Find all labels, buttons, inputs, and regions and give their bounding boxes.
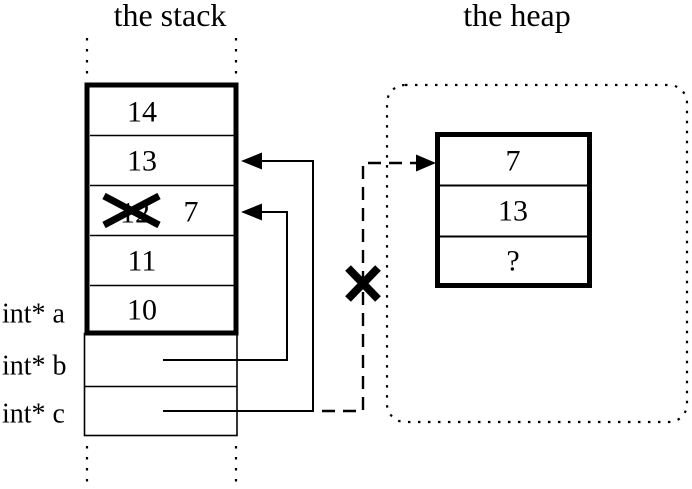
pointer-c-arrow [163,152,314,412]
pointer-b-arrow [163,203,288,361]
pointer-var-label-b: int* b [2,351,67,382]
pointer-vars-box [83,332,238,437]
pointer-var-label-a: int* a [2,299,66,330]
stack-cell-value: 13 [127,145,157,178]
pointer-var-label-c: int* c [2,399,65,430]
invalid-pointer-x-icon [345,265,381,302]
heap-cell-value: ? [506,245,519,278]
heap-cell-value: 13 [498,195,528,228]
crossed-out-value-x-icon [102,192,161,229]
heap-cell-value: 7 [506,145,521,178]
heap-region-outline [385,83,689,424]
arrowhead-left-icon [241,152,262,170]
heap-title: the heap [463,0,571,33]
stack-title: the stack [114,0,227,33]
arrowhead-left-icon [241,203,262,221]
arrowhead-right-icon [416,154,436,172]
stack-cell-replacement-value: 7 [184,196,199,229]
heap-box [435,132,592,288]
stack-box [84,82,239,336]
stack-cell-value: 10 [127,294,157,327]
dangling-pointer-dashed-arrow [322,154,436,413]
stack-cell-value: 11 [128,245,157,278]
stack-cell-value: 14 [127,96,157,129]
